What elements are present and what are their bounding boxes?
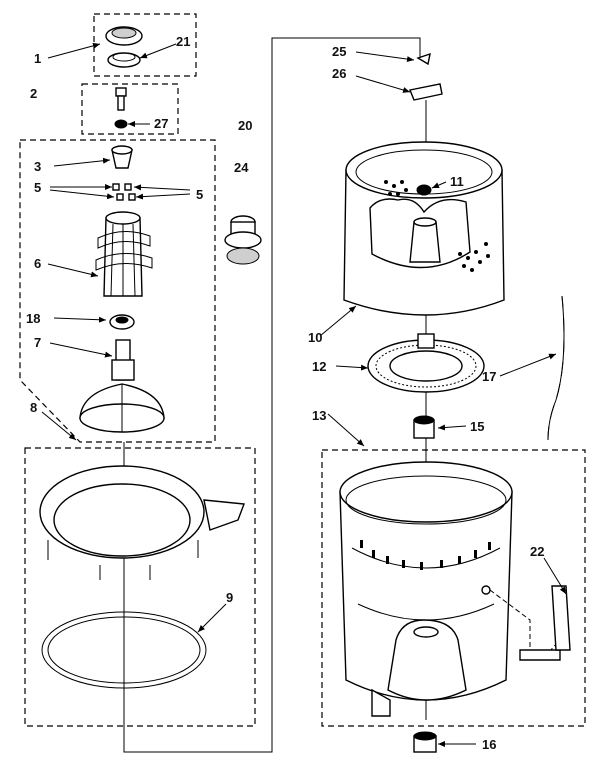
callout-27: 27	[154, 116, 168, 131]
callout-11: 11	[450, 174, 464, 189]
callout-6: 6	[34, 256, 41, 271]
callout-3: 3	[34, 159, 41, 174]
callout-16: 16	[482, 737, 496, 752]
group-box-8	[24, 447, 256, 727]
group-box-2	[81, 83, 179, 135]
part-17-hose	[547, 295, 565, 441]
part-6-auger	[95, 211, 153, 297]
part-26-bracket	[409, 83, 443, 101]
callout-17: 17	[482, 369, 496, 384]
callout-25: 25	[332, 44, 346, 59]
group-box-1	[93, 13, 197, 77]
callout-1: 1	[34, 51, 41, 66]
callout-8: 8	[30, 400, 37, 415]
part-27-nut	[114, 119, 128, 129]
part-15-coupling	[413, 415, 435, 439]
callout-20: 20	[238, 118, 252, 133]
callout-13: 13	[312, 408, 326, 423]
callout-7: 7	[34, 335, 41, 350]
part-24-bearing	[224, 215, 262, 265]
callout-24: 24	[234, 160, 249, 175]
callout-9: 9	[226, 590, 233, 605]
callout-10: 10	[308, 330, 322, 345]
callout-22: 22	[530, 544, 544, 559]
leader-lines	[41, 42, 567, 747]
callouts: 1 21 2 27 20 3 5 5 24 6 18 7 8 9 25 26 1…	[26, 34, 544, 752]
callout-5-right: 5	[196, 187, 203, 202]
part-8-tub-ring	[39, 465, 245, 580]
part-5-clips	[112, 183, 136, 201]
group-box-20	[19, 139, 216, 443]
callout-12: 12	[312, 359, 326, 374]
part-21-seal	[107, 52, 141, 68]
callout-5-left: 5	[34, 180, 41, 195]
part-13-outer-tub	[339, 461, 513, 717]
part-9-seal-ring	[41, 611, 207, 689]
part-25-clip	[416, 52, 431, 66]
connector-line	[123, 37, 421, 753]
part-18-cam	[109, 314, 135, 330]
part-1-cap	[105, 26, 143, 46]
part-3-agitator-cap	[111, 145, 133, 169]
callout-15: 15	[470, 419, 484, 434]
part-16-bushing	[413, 731, 437, 753]
group-box-13	[321, 449, 586, 727]
part-2-bolt	[115, 87, 127, 111]
callout-18: 18	[26, 311, 40, 326]
part-7-agitator-base	[79, 339, 165, 433]
part-11-nut	[416, 184, 432, 196]
callout-2: 2	[30, 86, 37, 101]
callout-26: 26	[332, 66, 346, 81]
part-12-drive-ring	[367, 333, 485, 393]
callout-21: 21	[176, 34, 190, 49]
part-22-fill-hose	[489, 585, 571, 661]
part-10-basket	[343, 141, 505, 316]
